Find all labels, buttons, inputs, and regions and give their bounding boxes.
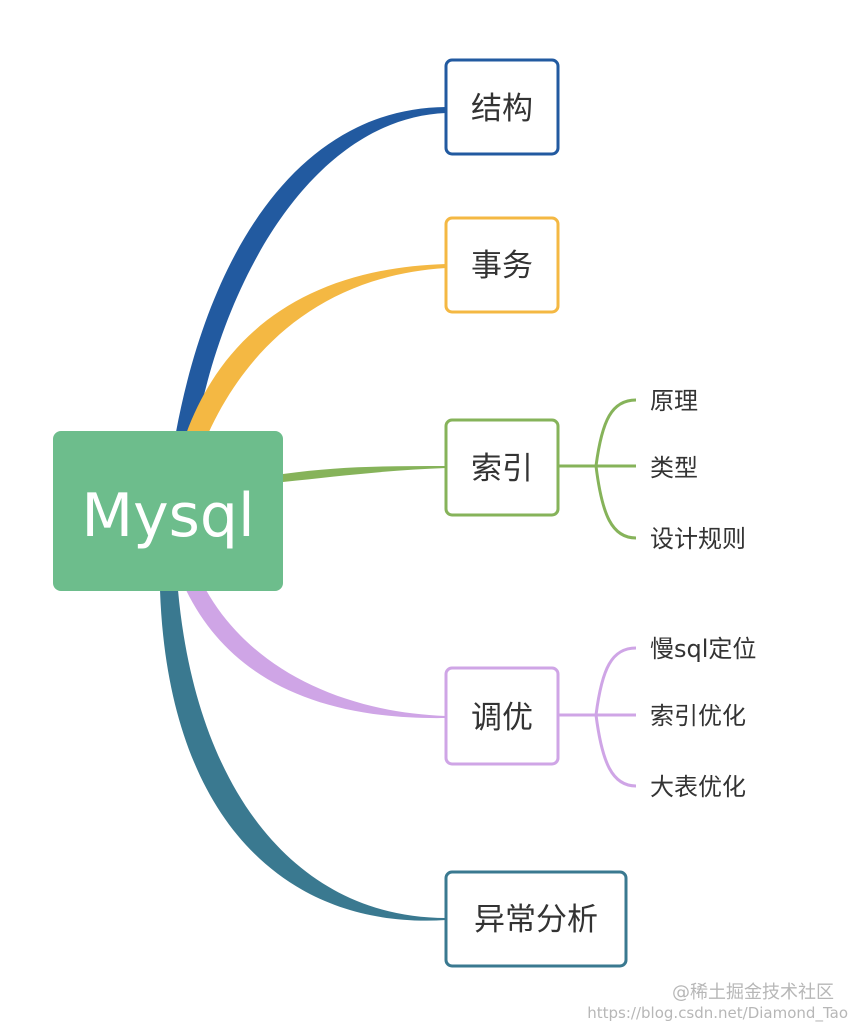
leaf-tuning-index-optimization[interactable]: 索引优化 (650, 702, 746, 730)
branch-label-transaction: 事务 (471, 248, 533, 284)
connector-structure (176, 107, 446, 432)
leaf-index-design-rules[interactable]: 设计规则 (650, 525, 746, 553)
watermark-brand: @稀土掘金技术社区 (672, 982, 834, 1003)
leaf-index-principle[interactable]: 原理 (650, 387, 698, 415)
leaf-tuning-slow-sql[interactable]: 慢sql定位 (650, 635, 756, 663)
connector-tuning-leaf-3 (594, 714, 637, 788)
root-node[interactable] (53, 431, 283, 591)
connector-exception (160, 590, 446, 921)
connector-index-leaf-1 (594, 398, 637, 467)
branch-label-exception: 异常分析 (474, 902, 598, 938)
branch-node-tuning[interactable] (444, 666, 560, 766)
root-node-label: Mysql (81, 481, 254, 551)
branch-node-exception[interactable] (444, 870, 628, 968)
branch-node-index[interactable] (444, 418, 560, 517)
connector-tuning-leaf-1 (594, 646, 637, 716)
leaf-tuning-table-optimization[interactable]: 大表优化 (650, 773, 746, 801)
connector-index-leaf-3 (594, 465, 637, 540)
watermark-url: https://blog.csdn.net/Diamond_Tao (587, 1004, 848, 1023)
branch-label-index: 索引 (471, 451, 533, 487)
connector-tuning (186, 590, 446, 719)
connector-index (283, 466, 446, 482)
branch-node-transaction[interactable] (444, 216, 560, 314)
connector-transaction (186, 264, 446, 434)
branch-label-tuning: 调优 (471, 700, 533, 736)
branch-node-structure[interactable] (444, 58, 560, 156)
branch-label-structure: 结构 (471, 91, 533, 127)
leaf-index-type[interactable]: 类型 (650, 454, 698, 482)
